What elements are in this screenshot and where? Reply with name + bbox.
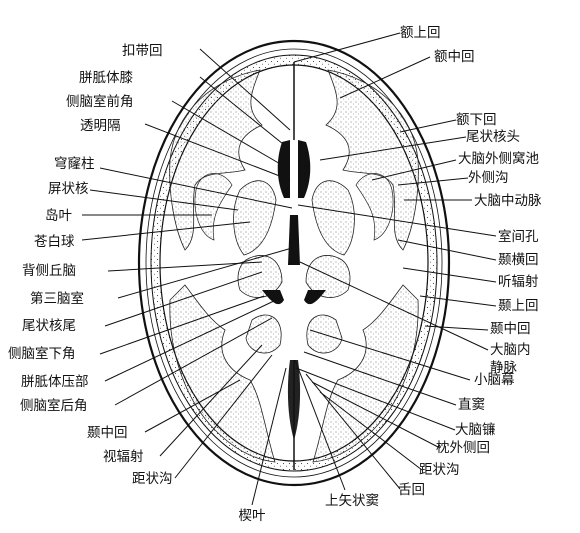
label-falx-cerebri: 大脑镰 [455, 421, 496, 438]
label-middle-cerebral-artery: 大脑中动脉 [474, 193, 542, 209]
label-cingulate-gyrus: 扣带回 [122, 43, 163, 59]
label-lateral-occipital-gyrus: 枕外侧回 [436, 440, 490, 456]
label-middle-temporal-gyrus-left: 颞中回 [87, 425, 128, 441]
label-internal-cerebral-vein-line1: 大脑内 [490, 342, 531, 358]
label-head-of-caudate: 尾状核头 [466, 129, 520, 145]
label-lateral-ventricle-inferior-horn: 侧脑室下角 [8, 345, 76, 362]
label-lateral-sulcus: 外侧沟 [468, 170, 509, 186]
leader-lines-right [293, 32, 497, 490]
label-superior-frontal-gyrus: 额上回 [400, 25, 441, 41]
label-calcarine-sulcus-left: 距状沟 [132, 471, 173, 487]
label-globus-pallidus: 苍白球 [34, 234, 75, 250]
label-lingual-gyrus: 舌回 [398, 482, 425, 498]
label-interventricular-foramen: 室间孔 [498, 228, 539, 245]
label-third-ventricle: 第三脑室 [30, 290, 84, 307]
label-acoustic-radiation: 听辐射 [498, 274, 539, 290]
deep-nuclei [233, 180, 355, 354]
label-splenium-corpus-callosum: 胼胝体压部 [21, 374, 89, 390]
label-tentorium-cerebelli: 小脑幕 [474, 372, 515, 388]
label-genu-corpus-callosum: 胼胝体膝 [79, 70, 133, 86]
label-lateral-cerebral-fossa-cistern: 大脑外侧窝池 [458, 150, 539, 167]
label-tail-of-caudate: 尾状核尾 [22, 318, 76, 334]
label-insula: 岛叶 [45, 208, 72, 224]
label-column-of-fornix: 穹窿柱 [54, 156, 95, 172]
label-internal-cerebral-vein-line2: 静脉 [490, 360, 518, 376]
label-septum-pellucidum: 透明隔 [80, 118, 121, 134]
label-lateral-ventricle-anterior-horn: 侧脑室前角 [66, 93, 134, 110]
label-optic-radiation: 视辐射 [103, 449, 144, 465]
label-superior-sagittal-sinus: 上矢状窦 [325, 493, 379, 509]
label-transverse-temporal-gyrus: 颞横回 [498, 252, 539, 268]
label-cuneus: 楔叶 [239, 508, 266, 524]
label-calcarine-sulcus-right: 距状沟 [419, 462, 460, 478]
label-straight-sinus: 直窦 [458, 397, 485, 413]
leader-lines-left [81, 48, 346, 506]
label-middle-temporal-gyrus-right: 颞中回 [490, 321, 531, 337]
label-inferior-frontal-gyrus: 额下回 [456, 112, 497, 128]
label-superior-temporal-gyrus: 颞上回 [498, 298, 539, 314]
label-claustrum: 屏状核 [48, 181, 89, 197]
label-dorsal-thalamus: 背侧丘脑 [22, 263, 76, 279]
label-middle-frontal-gyrus: 额中回 [434, 49, 475, 65]
label-lateral-ventricle-posterior-horn: 侧脑室后角 [20, 397, 88, 414]
